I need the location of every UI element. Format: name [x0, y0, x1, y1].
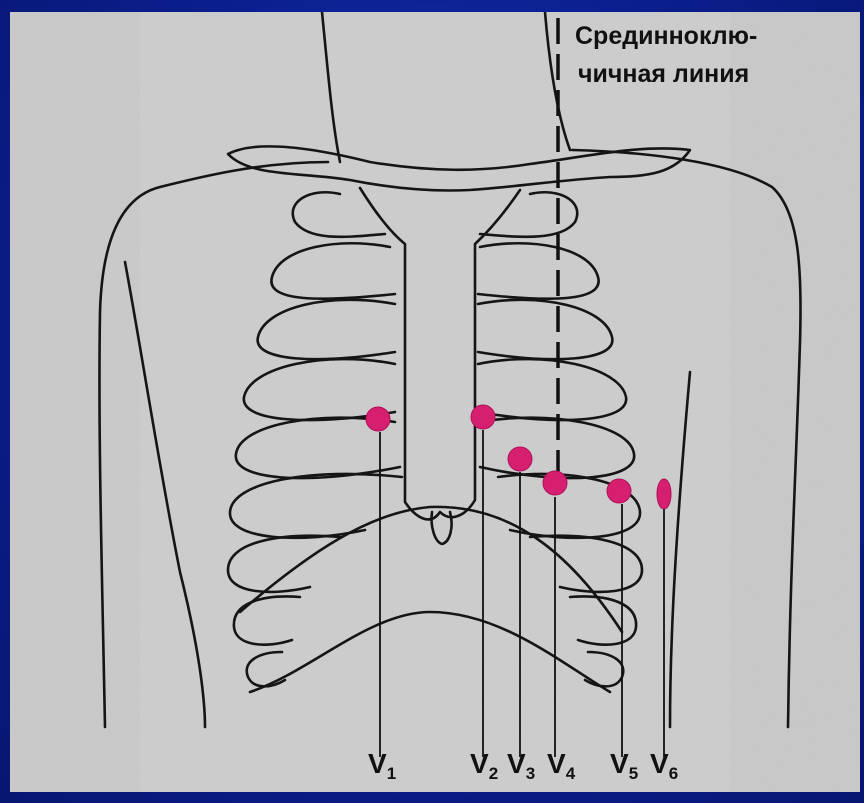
electrode-v2: [471, 405, 495, 429]
lead-label-v3: V3: [507, 750, 535, 782]
electrode-v3: [508, 447, 532, 471]
electrode-v1: [366, 407, 390, 431]
lead-label-v2: V2: [470, 750, 498, 782]
lead-label-v1: V1: [368, 750, 396, 782]
scanned-figure: Срединноклю- чичная линия V1 V2 V3 V4 V5…: [10, 12, 860, 792]
lead-label-v4: V4: [547, 750, 575, 782]
lead-label-v6: V6: [650, 750, 678, 782]
caption-line-1: Срединноклю-: [575, 24, 757, 49]
paper-shade-left: [10, 12, 140, 792]
torso-diagram: [10, 12, 860, 792]
caption-line-2: чичная линия: [578, 62, 749, 87]
paper-shade-right: [730, 12, 860, 792]
lead-label-v5: V5: [610, 750, 638, 782]
electrode-v5: [607, 479, 631, 503]
electrode-v4: [543, 471, 567, 495]
electrode-v6: [657, 479, 671, 509]
